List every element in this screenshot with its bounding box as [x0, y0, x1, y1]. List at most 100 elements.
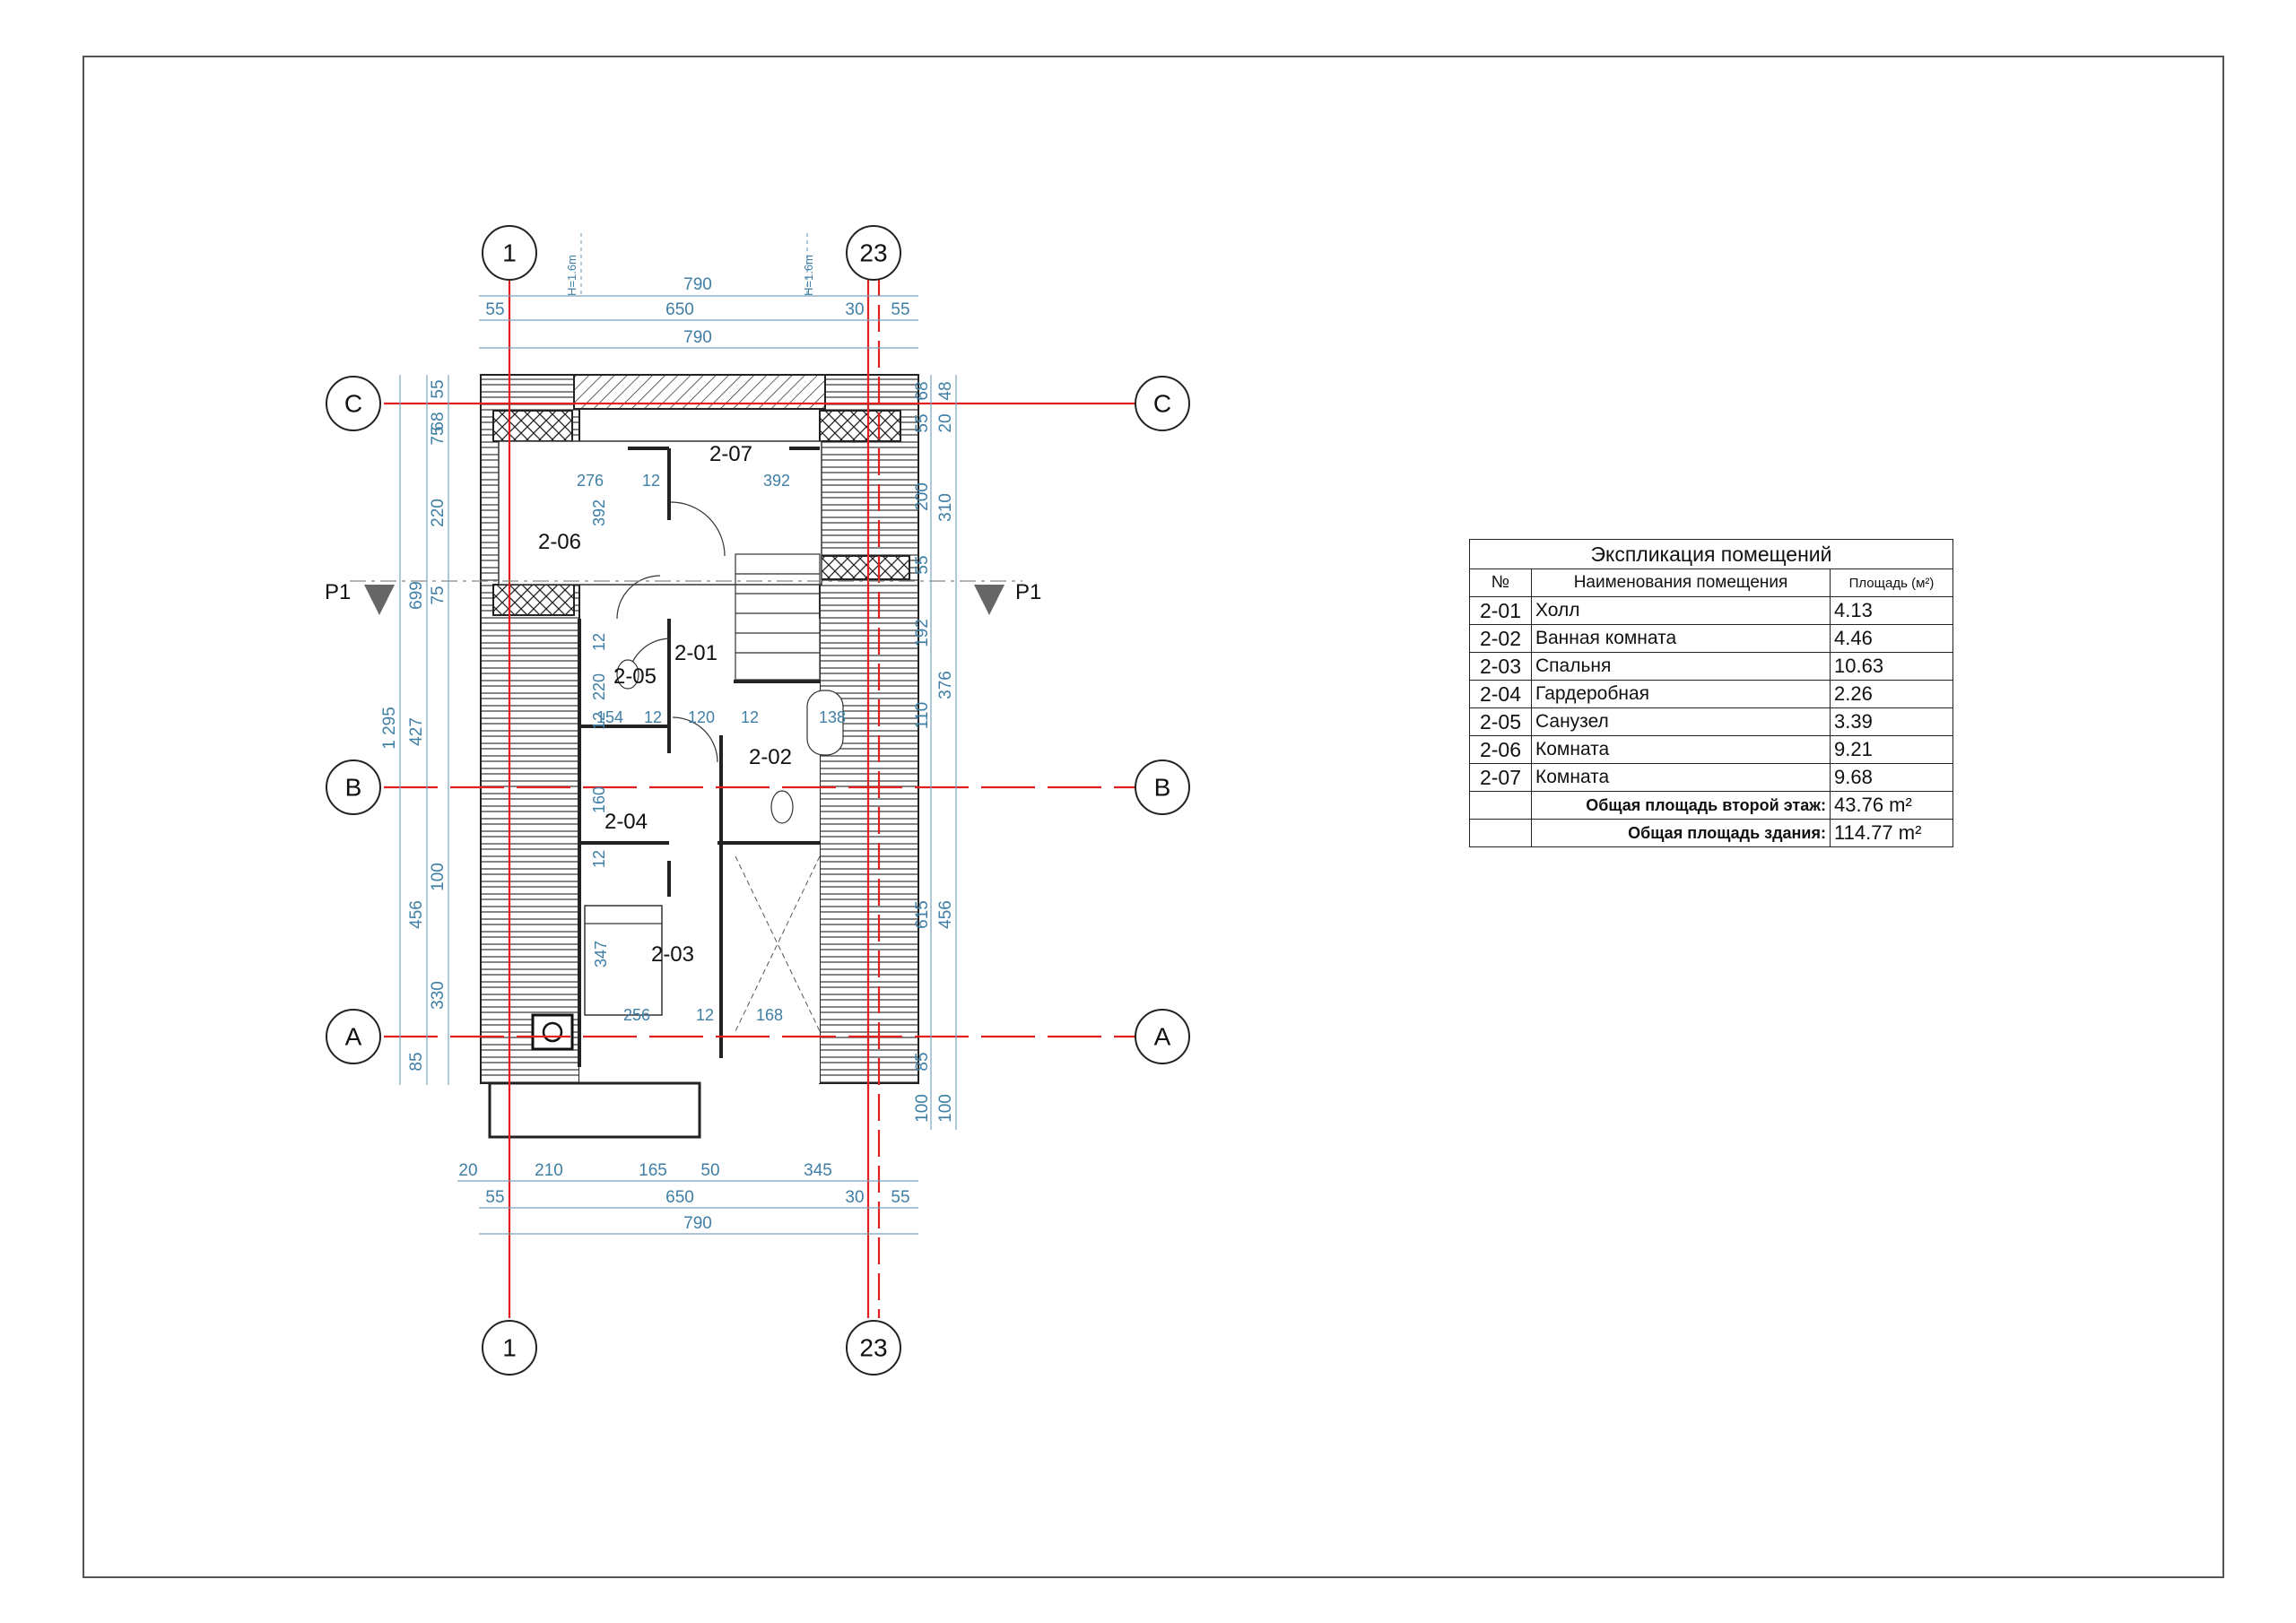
dim-int-7: 12	[590, 712, 608, 730]
axis-label-col-1-top: 1	[502, 239, 517, 267]
row-area: 9.68	[1830, 763, 1953, 792]
row-name: Ванная комната	[1531, 624, 1831, 653]
dim-right-detail-6: 110	[913, 702, 932, 729]
dim-int-17: 12	[696, 1006, 714, 1024]
dim-int-6: 220	[590, 673, 608, 700]
dim-top-chain-4: 55	[891, 300, 909, 319]
dim-bottom-chain-2: 210	[535, 1161, 563, 1180]
table-row: 2-02 Ванная комната 4.46	[1469, 624, 1953, 653]
dim-top-chain-3: 30	[845, 300, 864, 319]
row-name: Гардеробная	[1531, 680, 1831, 708]
table-row: 2-07 Комната 9.68	[1469, 763, 1953, 792]
axis-label-row-c-right: C	[1153, 390, 1171, 418]
axis-label-row-a-left: A	[345, 1023, 362, 1051]
row-name: Спальня	[1531, 652, 1831, 681]
dim-left-overall: 1 295	[380, 707, 399, 750]
dim-bottom-chain2-1: 55	[485, 1188, 504, 1207]
dim-left-detail-6: 100	[429, 863, 448, 891]
dim-left-chain-1: 699	[407, 581, 426, 610]
row-name: Комната	[1531, 763, 1831, 792]
dim-left-detail-3: 75	[429, 426, 448, 445]
row-name: Комната	[1531, 735, 1831, 764]
dim-left-detail-2: 68	[429, 412, 448, 430]
row-area: 2.26	[1830, 680, 1953, 708]
dim-int-10: 120	[688, 708, 715, 726]
total-building-value: 114.77 m²	[1830, 819, 1953, 847]
row-num: 2-04	[1469, 680, 1532, 708]
dim-int-9: 12	[644, 708, 662, 726]
row-num: 2-03	[1469, 652, 1532, 681]
row-name: Холл	[1531, 596, 1831, 625]
row-area: 3.39	[1830, 707, 1953, 736]
room-tag-2-04: 2-04	[604, 810, 648, 834]
dim-top-overall: 790	[683, 275, 712, 294]
row-num: 2-02	[1469, 624, 1532, 653]
dim-right-chain-7: 100	[936, 1094, 955, 1123]
dim-left-detail-5: 75	[429, 586, 448, 604]
total-floor-value: 43.76 m²	[1830, 791, 1953, 820]
row-num: 2-06	[1469, 735, 1532, 764]
dim-top-inner-overall: 790	[683, 328, 712, 347]
dim-bottom-chain-3: 165	[639, 1161, 667, 1180]
dim-int-4: 392	[590, 499, 608, 526]
dim-int-8: 154	[596, 708, 623, 726]
dim-right-detail-2: 55	[913, 413, 932, 432]
dim-bottom-chain2-4: 55	[891, 1188, 909, 1207]
total-building-blank	[1469, 819, 1532, 847]
dim-right-detail-4: 55	[913, 555, 932, 574]
row-name: Санузел	[1531, 707, 1831, 736]
row-num: 2-07	[1469, 763, 1532, 792]
row-area: 4.46	[1830, 624, 1953, 653]
row-num: 2-05	[1469, 707, 1532, 736]
dim-bottom-chain-5: 345	[804, 1161, 832, 1180]
axis-label-row-c-left: C	[344, 390, 362, 418]
dim-int-11: 12	[741, 708, 759, 726]
table-row: 2-05 Санузел 3.39	[1469, 707, 1953, 736]
header-name: Наименования помещения	[1531, 568, 1831, 597]
section-label-left: P1	[325, 580, 351, 604]
dim-bottom-chain-4: 50	[700, 1161, 719, 1180]
dim-right-chain-1: 48	[936, 381, 955, 400]
dim-left-detail-7: 330	[429, 981, 448, 1010]
dim-left-chain-3: 456	[407, 900, 426, 929]
dim-int-15: 347	[592, 941, 610, 968]
axis-label-col-1-bottom: 1	[502, 1334, 517, 1362]
dim-right-detail-1: 68	[913, 381, 932, 400]
dim-right-chain-6: 456	[936, 900, 955, 929]
row-area: 9.21	[1830, 735, 1953, 764]
axis-label-row-b-right: B	[1154, 774, 1171, 802]
table-row: 2-03 Спальня 10.63	[1469, 652, 1953, 681]
grid-lines	[384, 269, 1135, 1318]
total-floor-label: Общая площадь второй этаж:	[1531, 791, 1831, 820]
section-arrow-left-icon	[364, 585, 395, 615]
dim-int-18: 168	[756, 1006, 783, 1024]
dim-int-14: 12	[590, 850, 608, 868]
axis-markers	[326, 225, 1190, 1376]
room-tag-2-03: 2-03	[651, 942, 694, 967]
dim-right-chain-4: 310	[936, 493, 955, 522]
dim-top-chain-1: 55	[485, 300, 504, 319]
dim-left-detail-4: 220	[429, 499, 448, 527]
total-building-row: Общая площадь здания: 114.77 m²	[1469, 819, 1953, 847]
room-tag-2-05: 2-05	[613, 664, 657, 689]
axis-label-row-b-left: B	[345, 774, 362, 802]
dim-int-5: 12	[590, 633, 608, 651]
dim-top-chain-2: 650	[665, 300, 694, 319]
room-tag-2-02: 2-02	[749, 745, 792, 769]
drawing-frame	[83, 56, 2224, 1578]
axis-label-col-23-bottom: 23	[859, 1334, 887, 1362]
dim-right-detail-3: 200	[913, 482, 932, 511]
dim-bottom-chain-1: 20	[458, 1161, 477, 1180]
header-area: Площадь (м²)	[1830, 568, 1953, 597]
dim-bottom-overall: 790	[683, 1214, 712, 1233]
dim-left-chain-2: 427	[407, 717, 426, 746]
dimension-lines	[399, 233, 957, 1235]
axis-label-row-a-right: A	[1154, 1023, 1171, 1051]
dim-int-16: 256	[623, 1006, 650, 1024]
section-label-right: P1	[1015, 580, 1041, 604]
dim-int-3: 392	[763, 472, 790, 490]
dim-int-2: 12	[642, 472, 660, 490]
dim-left-detail-1: 55	[429, 379, 448, 398]
room-tag-2-01: 2-01	[674, 641, 718, 665]
dim-int-13: 160	[590, 786, 608, 813]
